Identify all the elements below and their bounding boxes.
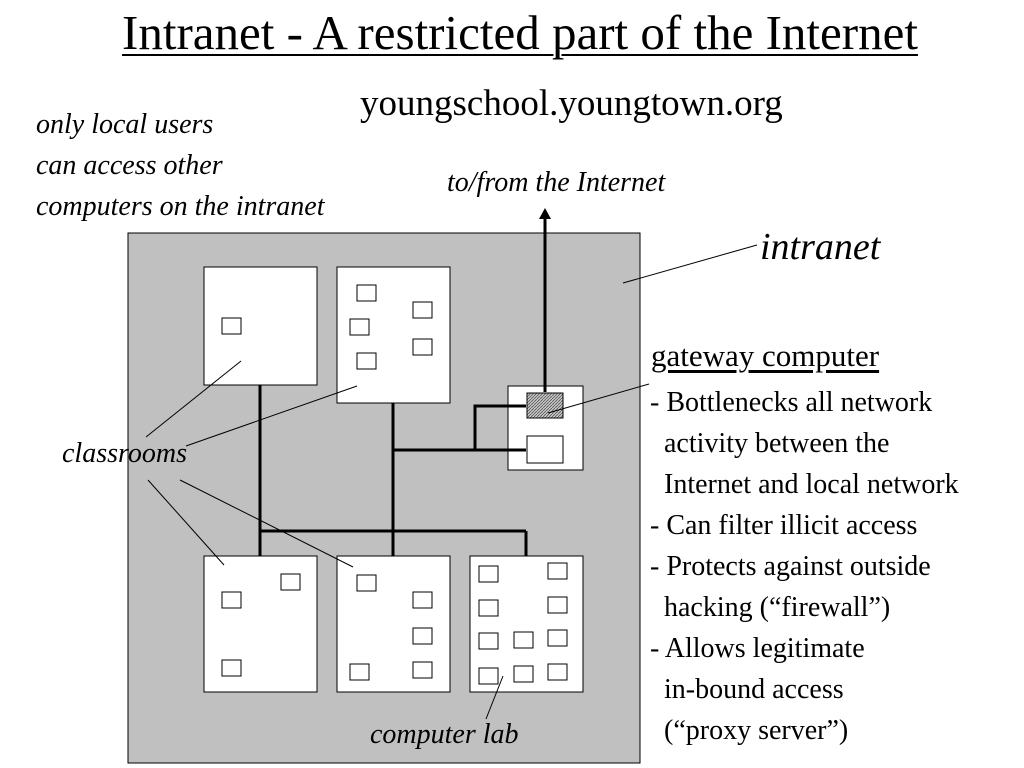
gateway-description-line: - Allows legitimate <box>650 633 865 664</box>
lab-computer-icon <box>513 631 534 649</box>
gateway-description-line: - Bottlenecks all network <box>650 387 933 418</box>
note-line: can access other <box>36 150 223 181</box>
classrooms-pointer-line <box>147 479 225 566</box>
intranet-label: intranet <box>760 226 881 268</box>
gateway-title: gateway computer <box>651 338 880 373</box>
lab-computer-icon <box>478 565 499 583</box>
note-line: computers on the intranet <box>36 191 325 222</box>
computer-icon <box>412 627 433 645</box>
lab-pointer-line <box>485 675 504 720</box>
internet-label: to/from the Internet <box>447 167 666 198</box>
lab-computer-icon <box>547 596 568 614</box>
lab-computer-icon <box>547 562 568 580</box>
computer-icon <box>349 318 370 336</box>
computer-icon <box>356 284 377 302</box>
gateway-description-line: activity between the <box>650 428 890 459</box>
lab-computer-icon <box>478 632 499 650</box>
computer-icon <box>221 317 242 335</box>
computer-icon <box>412 591 433 609</box>
gateway-description: - Bottlenecks all network activity betwe… <box>650 382 959 751</box>
domain-name: youngschool.youngtown.org <box>360 83 783 124</box>
gateway-description-line: - Protects against outside <box>650 551 931 582</box>
lab-computer-icon <box>547 663 568 681</box>
computer-icon <box>356 352 377 370</box>
gateway-description-line: Internet and local network <box>650 469 959 500</box>
note-line: only local users <box>36 109 214 140</box>
lab-computer-icon <box>478 599 499 617</box>
computer-icon <box>349 663 370 681</box>
gateway-description-line: (“proxy server”) <box>650 715 849 746</box>
computer-lab-label: computer lab <box>370 719 519 750</box>
lab-computer-icon <box>513 665 534 683</box>
classrooms-pointer-line <box>185 385 358 447</box>
gateway-second-computer <box>526 435 564 464</box>
computer-icon <box>221 659 242 677</box>
classrooms-pointer-line <box>145 360 242 438</box>
computer-icon <box>412 338 433 356</box>
lab-computer-icon <box>547 629 568 647</box>
computer-icon <box>221 591 242 609</box>
lab-computer-icon <box>478 667 499 685</box>
classroom-top-left <box>203 266 318 386</box>
computer-icon <box>356 574 377 592</box>
page-title: Intranet - A restricted part of the Inte… <box>122 5 918 60</box>
gateway-description-line: in-bound access <box>650 674 844 705</box>
access-note: only local users can access other comput… <box>36 104 325 227</box>
computer-icon <box>412 661 433 679</box>
intranet-pointer-line <box>622 244 758 284</box>
classrooms-pointer-line <box>179 479 354 568</box>
gateway-description-line: hacking (“firewall”) <box>650 592 891 623</box>
gateway-description-line: - Can filter illicit access <box>650 510 918 541</box>
internet-arrow-head <box>539 208 551 219</box>
computer-icon <box>412 301 433 319</box>
gateway-computer <box>526 392 564 419</box>
classrooms-label: classrooms <box>62 438 187 469</box>
gateway-pointer-line <box>547 383 650 414</box>
computer-icon <box>280 573 301 591</box>
wire <box>473 404 526 450</box>
